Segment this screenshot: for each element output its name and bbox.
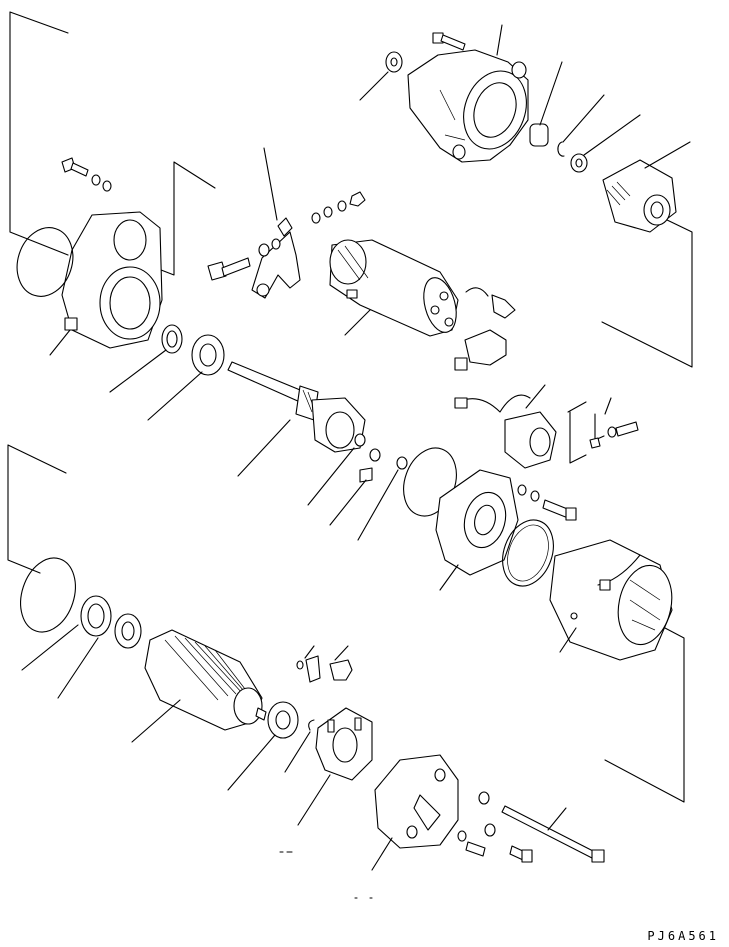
leader-rear-cover xyxy=(371,837,393,871)
rear-cover xyxy=(374,754,459,849)
leader-oil-seal xyxy=(109,349,167,393)
leader-relay-bolt-2 xyxy=(604,397,612,415)
o-ring-lower xyxy=(20,557,76,633)
rear-bearing xyxy=(267,701,299,739)
lever-pin xyxy=(207,238,281,281)
yoke-assembly xyxy=(549,539,673,661)
shift-lever xyxy=(251,217,301,299)
oil-seal xyxy=(161,324,183,354)
leader-washer-3 xyxy=(357,469,399,541)
leader-lever xyxy=(263,147,278,221)
thrust-washer xyxy=(80,595,112,637)
collar-nut xyxy=(570,153,588,173)
leader-brush-holder xyxy=(297,774,331,826)
leader-o-ring-lower xyxy=(21,624,79,671)
front-bearing xyxy=(191,334,225,376)
o-ring-yoke xyxy=(502,519,554,587)
leader-thrust-washer xyxy=(57,637,99,699)
leader-switch xyxy=(344,309,371,336)
pinion-shaft xyxy=(227,361,366,453)
leader-clip xyxy=(284,731,311,773)
assembly-bracket-lines xyxy=(7,11,693,803)
stray-marks xyxy=(279,851,373,899)
leader-rear-bearing xyxy=(227,734,276,791)
o-ring-front xyxy=(16,227,74,297)
brush-set xyxy=(296,655,353,683)
leader-lines-top xyxy=(359,24,691,169)
relay-mount-bolt xyxy=(569,411,639,464)
through-bolt xyxy=(501,805,605,863)
housing-washer xyxy=(385,51,403,73)
leader-relay xyxy=(525,384,546,409)
leader-through-bolt xyxy=(547,807,567,831)
front-housing xyxy=(61,211,163,349)
bushing xyxy=(529,123,549,147)
leader-armature xyxy=(131,699,181,743)
armature-bearing xyxy=(114,613,142,649)
brush-holder-clip xyxy=(308,719,315,731)
magnetic-switch xyxy=(329,239,459,337)
washer-set-middle xyxy=(354,433,408,483)
brush-holder xyxy=(315,707,373,781)
safety-relay xyxy=(454,394,557,469)
front-housing-bolt xyxy=(61,157,112,192)
housing-bolt xyxy=(432,32,466,51)
cover-fasteners xyxy=(457,791,533,863)
leader-washer-1 xyxy=(307,447,355,506)
pinion-clutch xyxy=(602,159,677,233)
terminal-boot xyxy=(465,287,516,319)
bracket-bolt xyxy=(517,484,577,521)
leader-bearing xyxy=(147,371,203,421)
leader-washer-2 xyxy=(329,479,367,526)
leader-brush-2 xyxy=(334,645,349,661)
drawing-id: PJ6A561 xyxy=(647,929,719,943)
center-bracket xyxy=(435,469,519,576)
drive-housing xyxy=(407,49,529,163)
leader-shaft xyxy=(237,419,291,477)
washer-set-top xyxy=(311,191,366,224)
leader-yoke xyxy=(559,627,577,653)
leader-front-housing xyxy=(49,329,71,356)
leader-brush-1 xyxy=(304,645,315,659)
leader-relay-bolt-1 xyxy=(567,401,587,413)
leader-center-bracket xyxy=(439,564,459,591)
plunger xyxy=(454,329,507,371)
snap-ring xyxy=(557,141,565,157)
